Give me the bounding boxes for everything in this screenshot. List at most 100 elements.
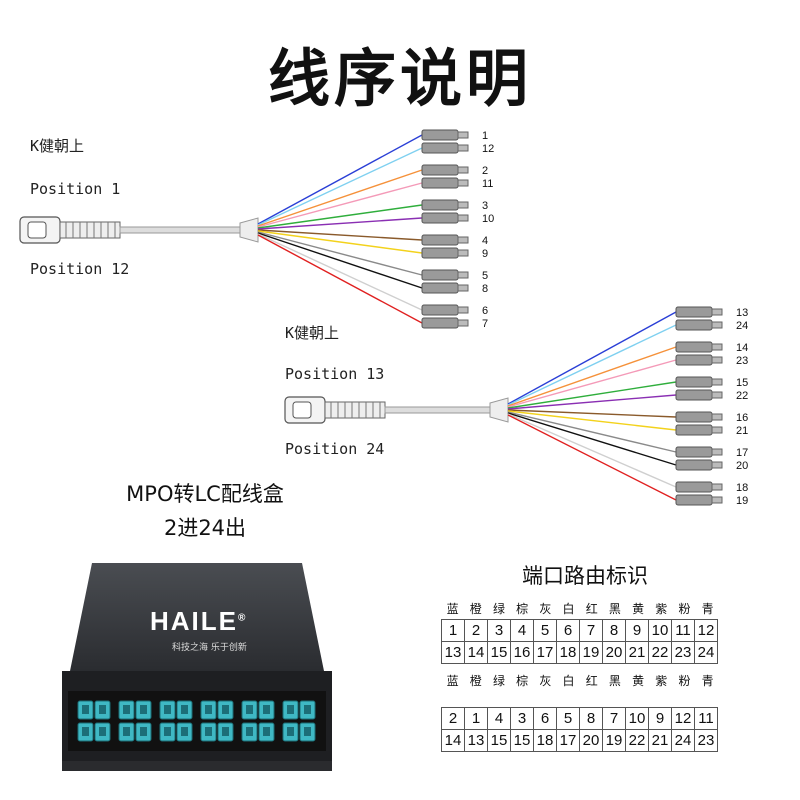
color-name: 青 [701, 602, 714, 616]
color-name: 橙 [469, 674, 482, 688]
d1-lc-connector-2 [421, 164, 459, 176]
port-cell: 11 [671, 619, 695, 642]
port-cell: 6 [556, 619, 580, 642]
d2-fiber-18 [507, 413, 677, 488]
color-name: 灰 [539, 602, 552, 616]
d2-lc-connector-13 [675, 306, 713, 318]
d2-fiber-23 [507, 359, 677, 408]
d1-lc-connector-11 [421, 177, 459, 189]
position-12-label: Position 12 [30, 260, 130, 278]
d1-fiber-1 [257, 134, 423, 225]
port-cell: 14 [464, 641, 488, 664]
d1-fiber-5 [257, 231, 423, 276]
d1-fiber-number-5: 5 [482, 270, 488, 282]
d2-fiber-14 [507, 346, 677, 407]
d2-lc-connector-14 [675, 341, 713, 353]
d1-fiber-number-1: 1 [482, 130, 488, 142]
page-title: 线序说明 [267, 42, 532, 115]
d1-fiber-3 [257, 204, 423, 229]
port-cell: 1 [464, 707, 488, 730]
d2-fiber-number-17: 17 [736, 447, 748, 459]
d1-fiber-7 [257, 234, 423, 324]
mpo-cassette-image [62, 563, 332, 771]
d2-fiber-number-18: 18 [736, 482, 748, 494]
port-cell: 19 [602, 729, 626, 752]
d2-fiber-22 [507, 394, 677, 410]
product-ports: 2进24出 [163, 516, 247, 540]
d2-fiber-17 [507, 411, 677, 453]
d1-fiber-11 [257, 182, 423, 228]
color-name: 棕 [516, 602, 529, 616]
d1-lc-connector-4 [421, 234, 459, 246]
d1-fiber-12 [257, 147, 423, 226]
port-cell: 9 [625, 619, 649, 642]
color-name: 黑 [608, 602, 621, 616]
port-cell: 6 [533, 707, 557, 730]
d2-lc-connector-18 [675, 481, 713, 493]
d1-lc-connector-12 [421, 142, 459, 154]
port-cell: 24 [694, 641, 718, 664]
port-cell: 24 [671, 729, 695, 752]
d2-lc-connector-20 [675, 459, 713, 471]
color-name: 紫 [655, 674, 668, 688]
d2-lc-connector-17 [675, 446, 713, 458]
d2-fiber-13 [507, 311, 677, 405]
d2-fiber-number-23: 23 [736, 355, 748, 367]
d1-lc-connector-6 [421, 304, 459, 316]
product-name: MPO转LC配线盒 [126, 482, 284, 506]
d1-fiber-number-9: 9 [482, 248, 488, 260]
color-name: 粉 [678, 602, 691, 616]
d2-lc-connector-24 [675, 319, 713, 331]
d2-fiber-16 [507, 409, 677, 418]
port-cell: 15 [510, 729, 534, 752]
d2-fiber-number-20: 20 [736, 460, 748, 472]
port-cell: 18 [533, 729, 557, 752]
position-24-label: Position 24 [285, 440, 385, 458]
d2-fiber-15 [507, 381, 677, 409]
color-name: 白 [562, 602, 575, 616]
d2-fiber-number-14: 14 [736, 342, 748, 354]
color-name: 红 [585, 602, 598, 616]
color-name: 红 [585, 674, 598, 688]
position-1-label: Position 1 [30, 180, 121, 198]
d1-lc-connector-8 [421, 282, 459, 294]
port-cell: 13 [441, 641, 465, 664]
d1-lc-connector-5 [421, 269, 459, 281]
brand-slogan: 科技之海 乐于创新 [172, 643, 247, 653]
color-name: 黑 [608, 674, 621, 688]
position-13-label: Position 13 [285, 365, 385, 383]
port-cell: 23 [671, 641, 695, 664]
port-cell: 20 [579, 729, 603, 752]
d1-fiber-4 [257, 229, 423, 241]
color-header-2: 蓝橙绿棕灰白红黑黄紫粉青 [441, 672, 719, 689]
d2-fiber-number-15: 15 [736, 377, 748, 389]
d2-fiber-21 [507, 410, 677, 431]
port-cell: 10 [648, 619, 672, 642]
color-name: 粉 [678, 674, 691, 688]
color-name: 橙 [469, 602, 482, 616]
port-cell: 10 [625, 707, 649, 730]
d1-fiber-number-11: 11 [482, 178, 493, 190]
port-cell: 5 [533, 619, 557, 642]
key-up-label-1: K健朝上 [30, 137, 85, 155]
port-cell: 4 [510, 619, 534, 642]
d2-fiber-20 [507, 412, 677, 466]
port-cell: 4 [487, 707, 511, 730]
port-cell: 1 [441, 619, 465, 642]
port-cell: 7 [602, 707, 626, 730]
port-cell: 5 [556, 707, 580, 730]
port-cell: 12 [671, 707, 695, 730]
d1-fiber-8 [257, 232, 423, 289]
port-cell: 13 [464, 729, 488, 752]
d2-fiber-24 [507, 324, 677, 406]
port-cell: 16 [510, 641, 534, 664]
color-name: 黄 [632, 674, 645, 688]
port-cell: 17 [533, 641, 557, 664]
d1-fiber-9 [257, 230, 423, 254]
d1-fiber-number-3: 3 [482, 200, 488, 212]
port-cell: 12 [694, 619, 718, 642]
port-cell: 9 [648, 707, 672, 730]
port-cell: 18 [556, 641, 580, 664]
